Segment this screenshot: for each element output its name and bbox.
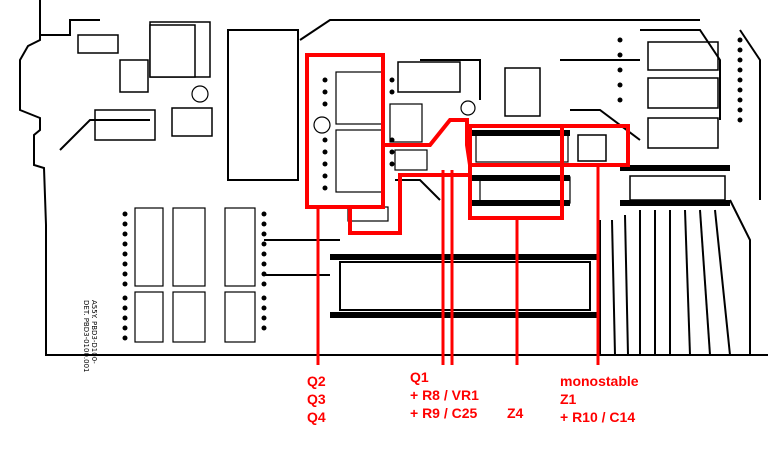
annotation-q2: Q2 <box>307 373 326 389</box>
annotation-r10-c14: + R10 / C14 <box>560 409 636 425</box>
annotation-mono-group: monostable Z1 + R10 / C14 <box>560 372 639 426</box>
pcb-traces <box>59 19 761 356</box>
pcb-side-text-1: A55Y. PBD3-D100- <box>90 300 98 364</box>
annotation-z4: Z4 <box>507 405 524 421</box>
board-outline <box>19 0 768 356</box>
pads-right <box>617 37 743 123</box>
annotation-q1: Q1 <box>410 369 429 385</box>
annotation-r9-c25: + R9 / C25 <box>410 405 478 421</box>
annotation-r8-vr1: + R8 / VR1 <box>410 387 479 403</box>
large-ic-bottom <box>339 261 591 311</box>
pcb-side-text-2: DET. PBD3-0100.001 <box>82 300 90 373</box>
ic-top-left <box>77 21 299 181</box>
annotation-z1: Z1 <box>560 391 577 407</box>
leader-lines <box>316 165 600 365</box>
highlight-q-group <box>305 53 385 209</box>
resistor-pads-left <box>122 211 267 341</box>
resistor-array-left <box>134 207 256 343</box>
annotation-q4: Q4 <box>307 409 326 425</box>
annotation-q3: Q3 <box>307 391 326 407</box>
highlight-z1-box <box>470 124 630 167</box>
ic-right <box>397 41 726 201</box>
annotation-monostable: monostable <box>560 373 639 389</box>
annotation-q1-group: Q1 + R8 / VR1 + R9 / C25 <box>410 368 479 422</box>
annotation-q-group: Q2 Q3 Q4 <box>307 372 326 426</box>
highlight-boxes <box>305 53 630 235</box>
annotation-z4-group: Z4 <box>507 404 523 422</box>
pads-q-area <box>322 77 395 191</box>
